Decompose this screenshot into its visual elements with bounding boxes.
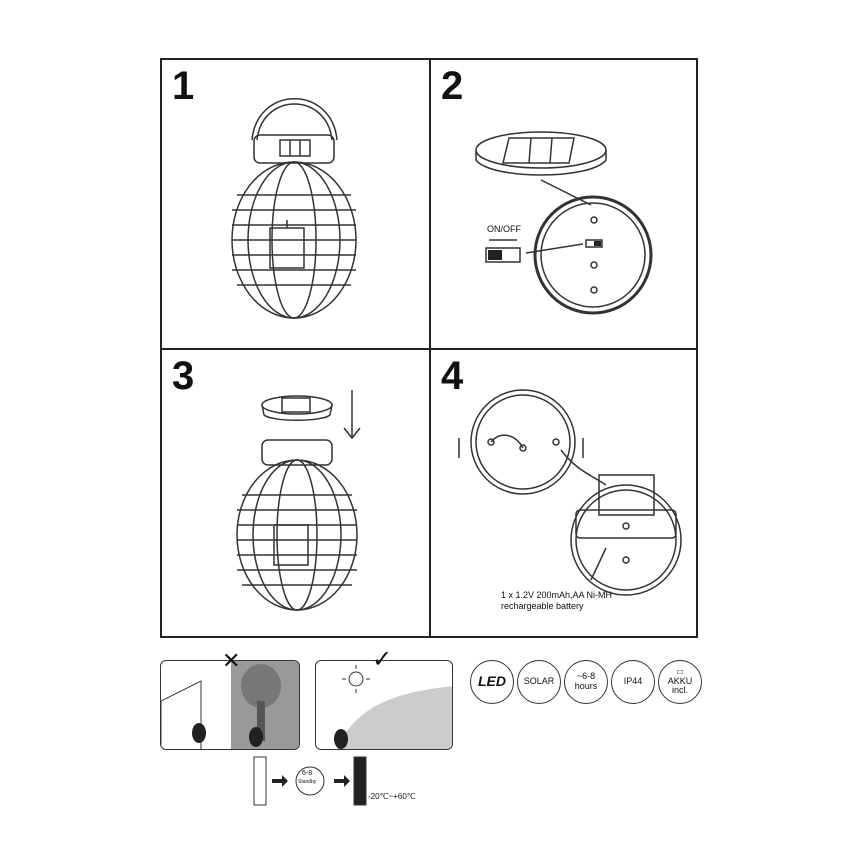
battery-spec-line2: rechargeable battery xyxy=(501,601,584,611)
step-number: 4 xyxy=(441,354,464,398)
lantern-illustration xyxy=(231,98,357,319)
instruction-grid: 1 xyxy=(160,58,698,638)
battery-icon: ▭ xyxy=(676,666,684,676)
switch-illustration xyxy=(475,131,653,315)
charge-flow: 6-8 Standby -20℃~+60℃ xyxy=(248,752,428,812)
ip-rating-badge: IP44 xyxy=(611,660,655,704)
correct-mark-icon: ✓ xyxy=(372,646,393,673)
sun-illustration xyxy=(334,665,452,749)
step-2-panel: 2 ON/OFF xyxy=(431,60,698,350)
battery-illustration xyxy=(458,389,682,596)
shade-illustration xyxy=(161,661,299,749)
step-1-panel: 1 xyxy=(162,60,431,350)
sun-placement-scene xyxy=(315,660,453,750)
solar-badge: SOLAR xyxy=(517,660,561,704)
led-badge: LED xyxy=(470,660,514,704)
temperature-range: -20℃~+60℃ xyxy=(368,792,416,801)
step-3-panel: 3 xyxy=(162,350,431,638)
on-off-label: ON/OFF xyxy=(487,224,521,234)
charge-flow-graphic xyxy=(253,756,367,806)
battery-spec-line1: 1 x 1.2V 200mAh,AA Ni-MH xyxy=(501,590,613,600)
shade-placement-scene xyxy=(160,660,300,750)
wrong-mark-icon: ✕ xyxy=(222,648,241,673)
step-4-panel: 4 1 x 1.2V 200mAh,AA Ni-MH xyxy=(431,350,698,638)
assembly-illustration xyxy=(236,390,361,611)
standby-label: Standby xyxy=(298,779,317,785)
step-number: 3 xyxy=(172,354,195,398)
standby-hours: 6-8 xyxy=(302,770,313,777)
step-number: 1 xyxy=(172,64,195,108)
step-number: 2 xyxy=(441,64,464,108)
